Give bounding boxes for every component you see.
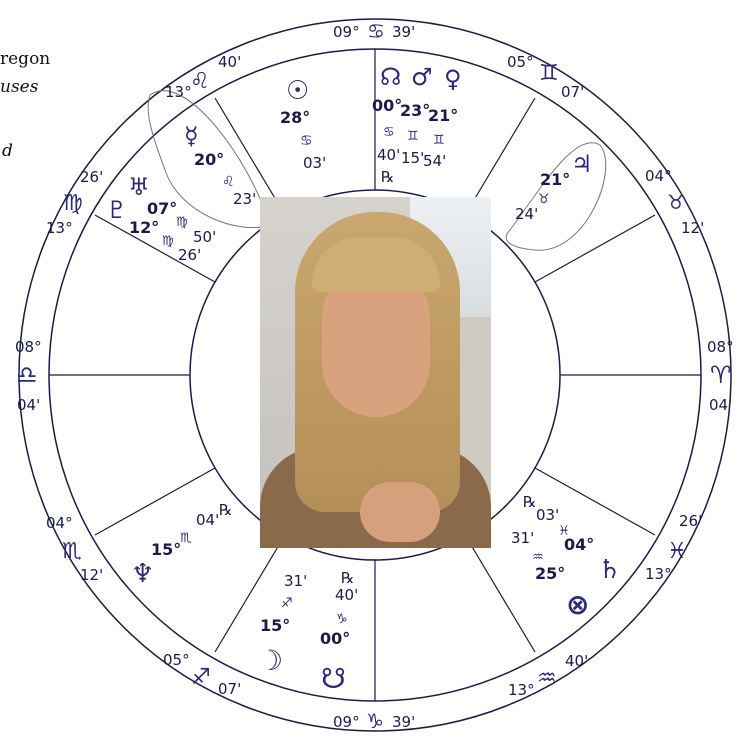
north-node-sign-cancer-icon: ♋ <box>383 125 395 140</box>
south-node-minute: 40' <box>335 586 358 604</box>
neptune-icon: ♆ <box>131 559 154 589</box>
moon-sign-sagittarius-icon: ♐ <box>281 596 293 611</box>
cusp12-minute: 12' <box>681 219 704 237</box>
part-of-fortune-icon: ⊗ <box>566 588 589 621</box>
saturn-retrograde: ℞ <box>523 493 536 511</box>
south-node-retrograde: ℞ <box>341 569 354 587</box>
cusp5-sagittarius-icon: ♐ <box>191 665 211 690</box>
venus-icon: ♀ <box>444 65 462 93</box>
neptune-minute: 04' <box>196 511 219 529</box>
mercury-icon: ☿ <box>184 122 199 150</box>
venus-degree: 21° <box>428 106 458 125</box>
cusp12-degree: 04° <box>645 167 672 185</box>
cusp2-minute: 26' <box>679 512 702 530</box>
cusp11-degree: 05° <box>507 53 534 71</box>
moon-icon: ☽ <box>258 644 283 677</box>
saturn-icon: ♄ <box>598 555 621 585</box>
south-node-icon: ☋ <box>321 662 346 695</box>
sun-sign-cancer-icon: ♋ <box>300 133 313 149</box>
cusp2-degree: 13° <box>645 565 672 583</box>
cusp6-scorpio-icon: ♏ <box>62 539 82 564</box>
cusp5-minute: 07' <box>218 680 241 698</box>
cusp3-minute: 40' <box>565 652 588 670</box>
asc-minute: 04' <box>17 396 40 414</box>
cusp6-degree: 04° <box>46 514 73 532</box>
cusp5-degree: 05° <box>163 651 190 669</box>
cusp6-minute: 12' <box>80 566 103 584</box>
mercury-sign-leo-icon: ♌ <box>222 174 235 190</box>
mars-minute: 15' <box>401 149 424 167</box>
asc-degree: 08° <box>15 338 42 356</box>
mc-sign-cancer-icon: ♋ <box>367 19 385 43</box>
north-node-icon: ☊ <box>380 63 401 91</box>
mars-sign-gemini-icon: ♊ <box>407 129 419 144</box>
cusp9-degree: 13° <box>165 83 192 101</box>
jupiter-icon: ♃ <box>571 150 593 178</box>
mars-icon: ♂ <box>411 63 433 91</box>
cusp11-minute: 07' <box>561 83 584 101</box>
chiron-degree: 25° <box>535 564 565 583</box>
asc-sign-libra-icon: ♎ <box>16 361 38 389</box>
header-text-3: uses <box>0 77 39 97</box>
ic-minute: 39' <box>392 713 415 731</box>
cusp3-aquarius-icon: ♒ <box>537 666 557 691</box>
uranus-sign-virgo-icon: ♍ <box>176 215 188 230</box>
venus-minute: 54' <box>423 152 446 170</box>
portrait-photo <box>260 197 491 548</box>
header-text-4: d <box>2 141 13 161</box>
cusp8-minute: 26' <box>80 168 103 186</box>
neptune-retrograde: ℞ <box>219 501 232 519</box>
chiron-sign-aquarius-icon: ♒ <box>532 550 544 565</box>
venus-sign-gemini-icon: ♊ <box>433 133 445 148</box>
moon-degree: 15° <box>260 616 290 635</box>
mars-degree: 23° <box>400 101 430 120</box>
pluto-degree: 12° <box>129 218 159 237</box>
neptune-degree: 15° <box>151 540 181 559</box>
jupiter-degree: 21° <box>540 170 570 189</box>
north-node-degree: 00° <box>372 96 402 115</box>
pluto-icon: ♇ <box>106 196 128 224</box>
photo-bangs <box>312 237 440 292</box>
neptune-sign-scorpio-icon: ♏ <box>180 531 192 546</box>
uranus-icon: ♅ <box>128 173 150 201</box>
mc-minute: 39' <box>392 23 415 41</box>
south-node-sign-capricorn-icon: ♑ <box>336 612 348 627</box>
cusp3-degree: 13° <box>508 681 535 699</box>
pluto-sign-virgo-icon: ♍ <box>162 234 174 249</box>
dsc-sign-aries-icon: ♈ <box>710 361 732 389</box>
chiron-minute: 31' <box>511 529 534 547</box>
jupiter-minute: 24' <box>515 205 538 223</box>
ic-degree: 09° <box>333 713 360 731</box>
photo-fist <box>360 482 440 542</box>
pluto-minute: 26' <box>178 246 201 264</box>
saturn-degree: 04° <box>564 535 594 554</box>
cusp9-leo-icon: ♌ <box>190 69 210 94</box>
uranus-degree: 07° <box>147 199 177 218</box>
cusp8-virgo-icon: ♍ <box>63 191 83 216</box>
north-node-retrograde: ℞ <box>381 168 394 186</box>
cusp11-gemini-icon: ♊ <box>539 61 559 86</box>
moon-minute: 31' <box>284 572 307 590</box>
jupiter-sign-taurus-icon: ♉ <box>538 192 550 207</box>
cusp9-minute: 40' <box>218 53 241 71</box>
uranus-minute: 50' <box>193 228 216 246</box>
cusp12-taurus-icon: ♉ <box>667 190 685 214</box>
ic-sign-capricorn-icon: ♑ <box>366 709 384 733</box>
sun-degree: 28° <box>280 108 310 127</box>
dsc-degree: 08° <box>707 338 734 356</box>
mc-degree: 09° <box>333 23 360 41</box>
mercury-degree: 20° <box>194 150 224 169</box>
mercury-minute: 23' <box>233 190 256 208</box>
south-node-degree: 00° <box>320 629 350 648</box>
header-text-2: regon <box>0 49 50 69</box>
sun-minute: 03' <box>303 154 326 172</box>
sun-icon: ☉ <box>286 76 309 106</box>
north-node-minute: 40' <box>377 146 400 164</box>
saturn-minute: 03' <box>536 506 559 524</box>
cusp2-pisces-icon: ♓ <box>667 539 687 564</box>
dsc-minute: 04' <box>709 396 732 414</box>
cusp8-degree: 13° <box>46 219 73 237</box>
